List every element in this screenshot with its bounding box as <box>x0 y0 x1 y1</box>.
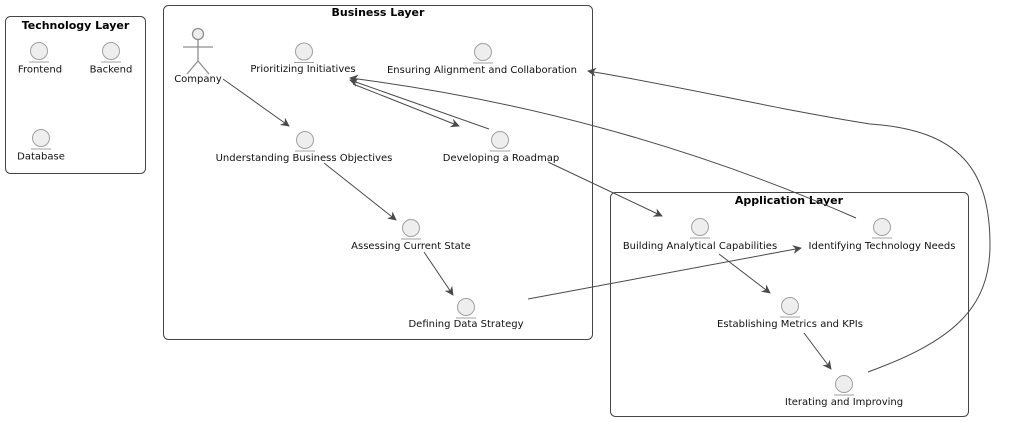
node-prioritizing-initiatives: Prioritizing Initiatives <box>250 42 356 75</box>
node-label: Database <box>17 152 65 163</box>
arrow-developing-roadmap-to-building-analytical-capabilities <box>547 161 663 217</box>
node-label: Developing a Roadmap <box>443 153 559 164</box>
business-layer-box: Business Layer <box>163 5 593 340</box>
arrow-defining-data-strategy-to-identifying-technology-needs <box>527 245 802 300</box>
node-circle-icon <box>102 42 120 60</box>
node-circle-icon <box>491 131 509 149</box>
arrow-establishing-metrics-to-iterating-improving <box>803 332 832 370</box>
node-label: Assessing Current State <box>351 241 471 252</box>
node-label: Backend <box>90 65 133 76</box>
node-identifying-technology-needs: Identifying Technology Needs <box>809 218 956 252</box>
node-circle-icon <box>873 218 891 236</box>
node-label: Iterating and Improving <box>785 397 903 408</box>
application-layer-title: Application Layer <box>735 194 844 207</box>
node-assessing-current-state: Assessing Current State <box>351 219 471 252</box>
arrow-prioritizing-initiatives-to-developing-roadmap <box>352 83 460 128</box>
node-circle-icon <box>835 375 853 393</box>
node-understanding-business-objectives: Understanding Business Objectives <box>216 131 393 164</box>
node-circle-icon <box>296 131 314 149</box>
technology-layer-box: Technology Layer <box>5 16 146 174</box>
node-label: Ensuring Alignment and Collaboration <box>387 65 577 76</box>
business-layer-border <box>163 5 593 340</box>
node-circle-icon <box>781 297 799 315</box>
node-label: Frontend <box>18 65 62 76</box>
actor-icon <box>183 27 213 75</box>
node-iterating-and-improving: Iterating and Improving <box>785 375 903 408</box>
technology-layer-border <box>5 16 146 174</box>
arrow-company-to-understanding-business-objectives <box>222 78 290 127</box>
node-circle-icon <box>295 42 313 61</box>
node-circle-icon <box>32 129 50 147</box>
node-label: Defining Data Strategy <box>408 319 523 330</box>
business-layer-title: Business Layer <box>332 6 425 19</box>
node-label: Building Analytical Capabilities <box>623 241 777 252</box>
node-establishing-metrics-and-kpis: Establishing Metrics and KPIs <box>717 297 863 330</box>
node-circle-icon <box>457 298 475 316</box>
node-circle-icon <box>691 218 709 236</box>
actor-label: Company <box>174 74 222 85</box>
node-frontend: Frontend <box>18 42 62 76</box>
node-building-analytical-capabilities: Building Analytical Capabilities <box>623 218 777 252</box>
actor-head <box>191 27 205 41</box>
arrow-understanding-objectives-to-assessing-current-state <box>323 162 397 221</box>
node-ensuring-alignment-and-collaboration: Ensuring Alignment and Collaboration <box>387 43 577 76</box>
actor-company: Company <box>174 27 222 85</box>
node-circle-icon <box>474 43 492 61</box>
node-label: Prioritizing Initiatives <box>250 64 355 75</box>
node-circle-icon <box>30 42 48 60</box>
node-label: Understanding Business Objectives <box>216 153 393 164</box>
arrow-building-analytical-capabilities-to-establishing-metrics <box>718 253 771 294</box>
node-label: Identifying Technology Needs <box>809 241 956 252</box>
arrow-identifying-technology-needs-to-prioritizing-initiatives <box>349 74 857 219</box>
node-defining-data-strategy: Defining Data Strategy <box>408 298 524 330</box>
node-circle-icon <box>402 219 420 237</box>
node-label: Establishing Metrics and KPIs <box>717 319 863 330</box>
node-backend: Backend <box>90 42 133 76</box>
actor-legs <box>186 60 210 75</box>
arrow-assessing-current-state-to-defining-data-strategy <box>423 251 454 296</box>
node-database: Database <box>17 129 65 163</box>
node-developing-a-roadmap: Developing a Roadmap <box>443 131 559 164</box>
arrow-iterating-improving-to-ensuring-alignment <box>587 67 991 373</box>
arrow-developing-roadmap-to-prioritizing-initiatives <box>349 78 490 130</box>
technology-layer-title: Technology Layer <box>22 19 130 32</box>
